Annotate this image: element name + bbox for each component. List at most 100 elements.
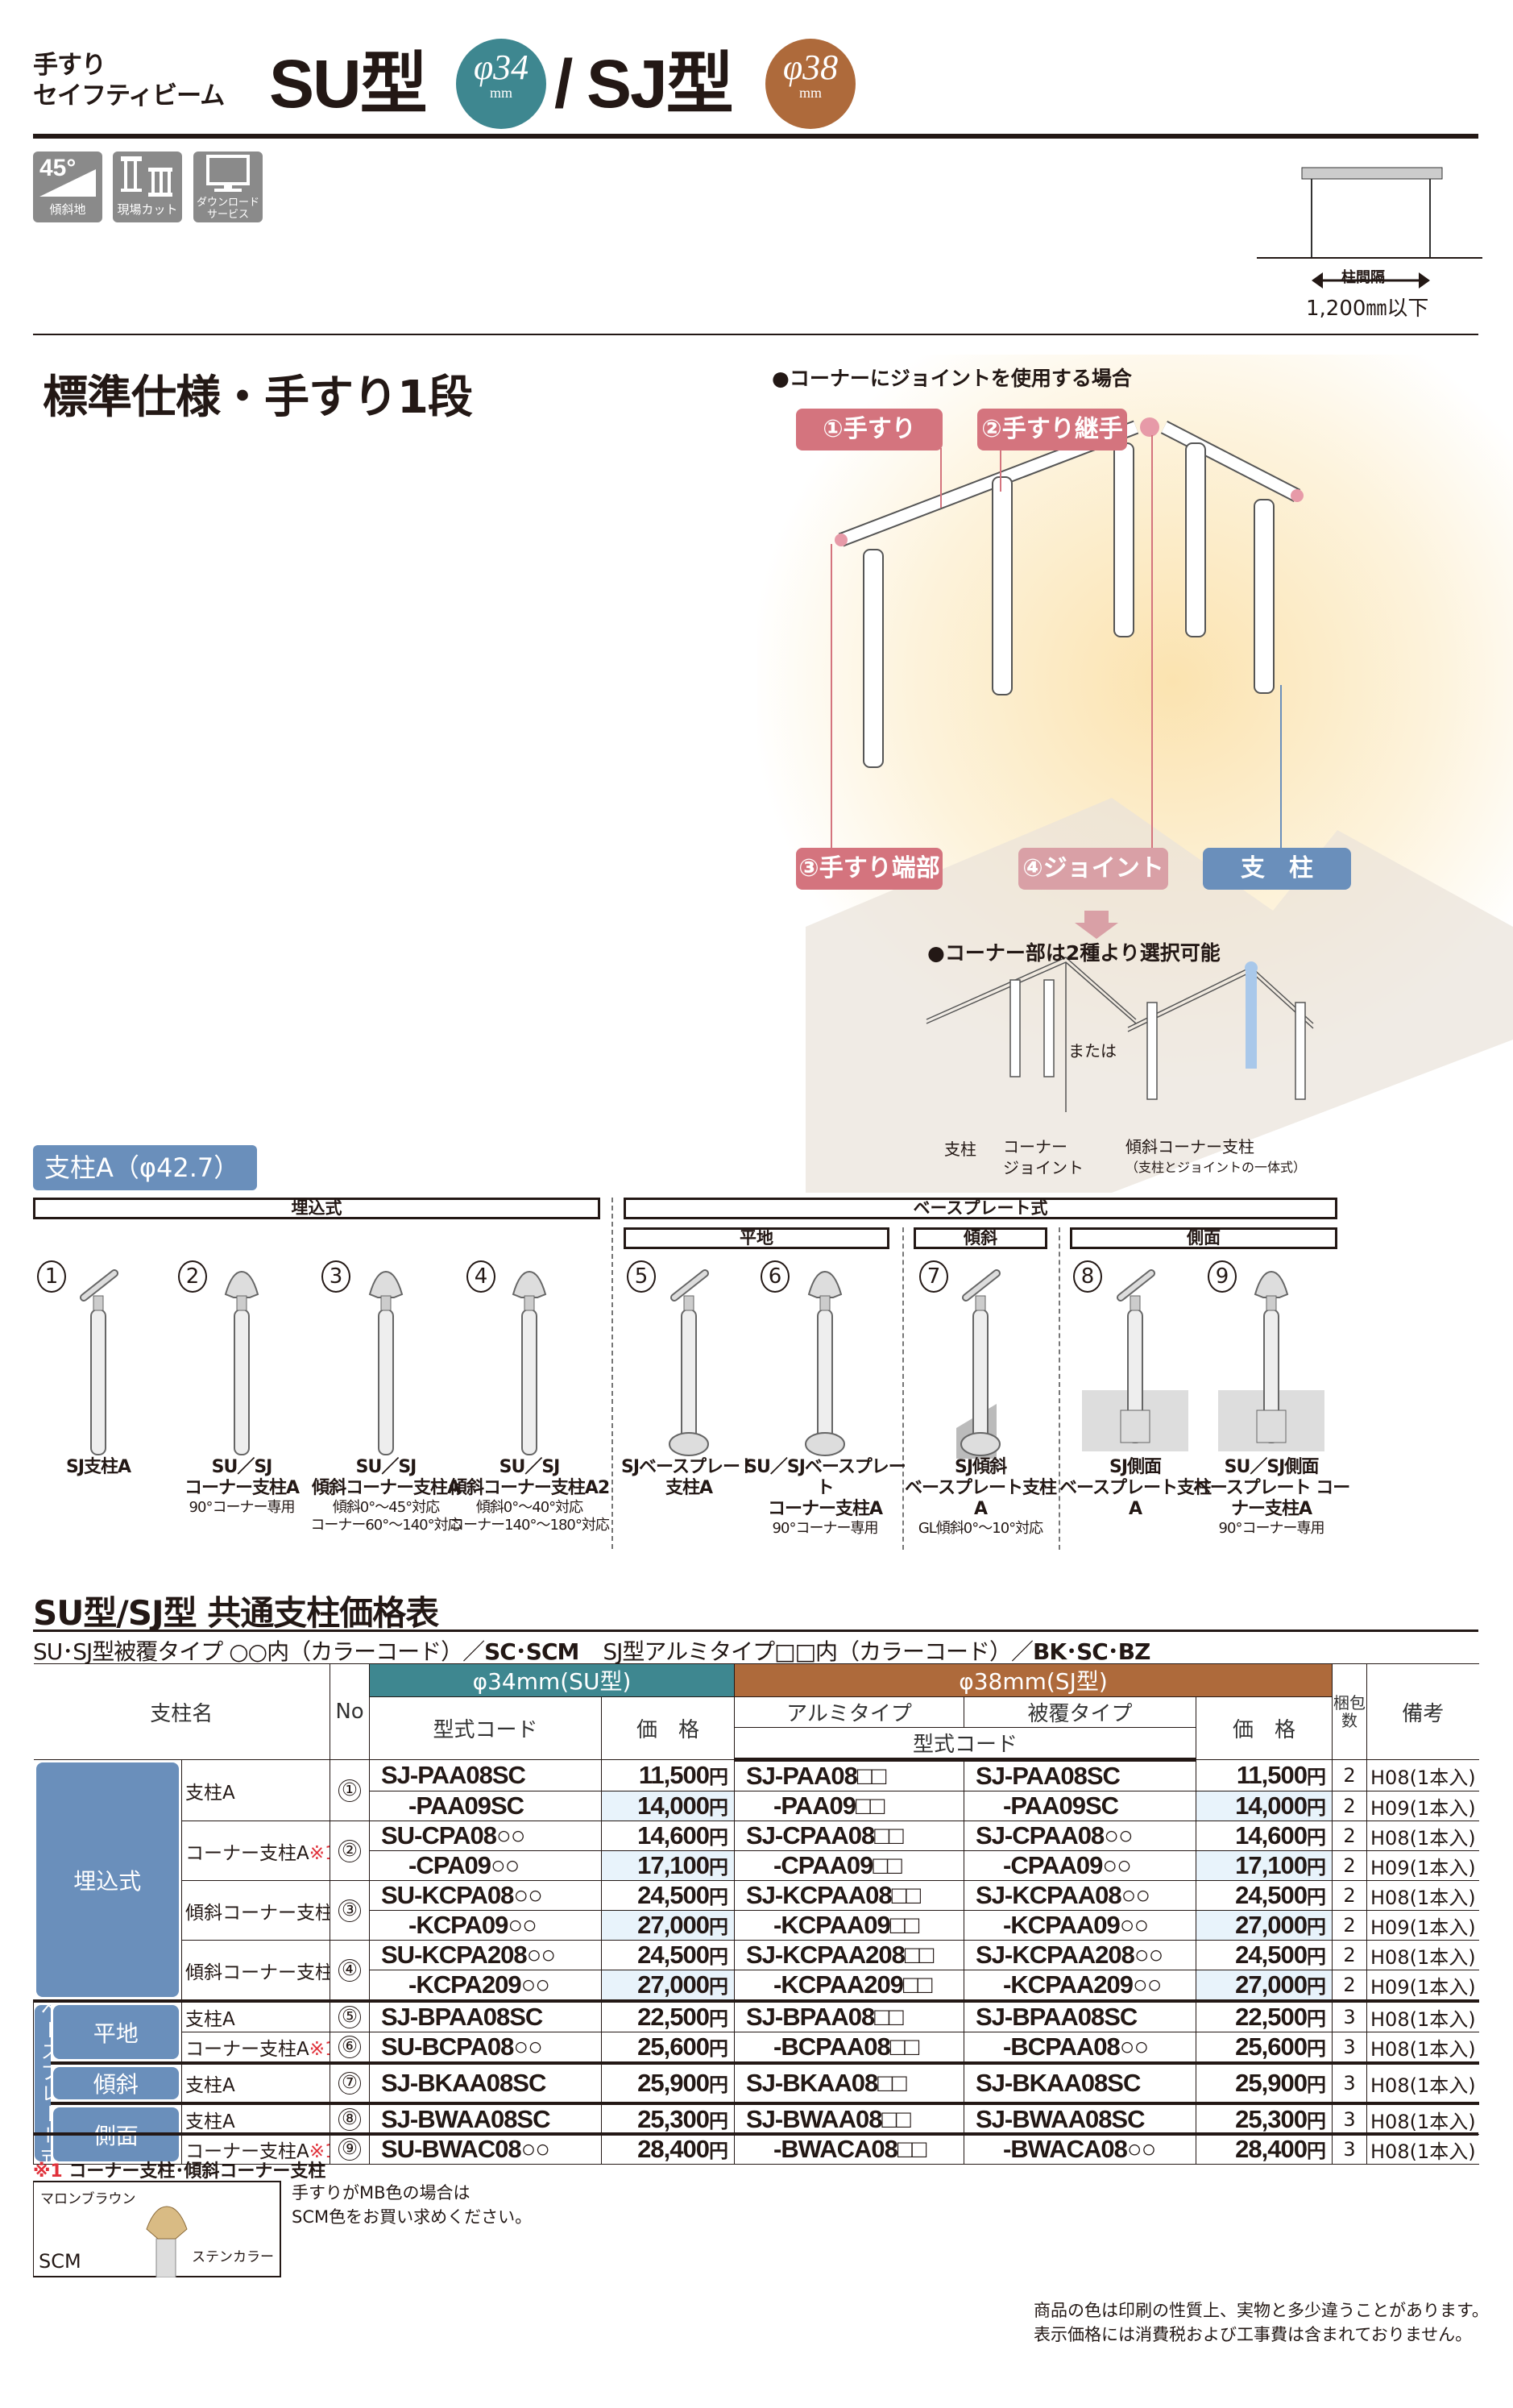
corner-joint-label: コーナージョイント [1003,1136,1084,1178]
post-name: 支柱A [181,2061,330,2104]
sj-coat-code: SJ-KCPAA208○○ [964,1940,1196,1970]
post-no: ② [330,1821,370,1881]
post-number: 7 [919,1260,948,1293]
feature-slope: 45° 傾斜地 [33,152,102,222]
sj-alu-code: -KCPAA209□□ [734,1970,964,2002]
sj-price: 24,500円 [1196,1880,1333,1911]
su-code: -PAA09SC [369,1791,602,1821]
svg-text:45°: 45° [39,155,76,181]
divider [1059,1227,1060,1550]
header-note: 備考 [1366,1663,1479,1760]
label-maron-brown: マロンブラウン [40,2191,136,2207]
su-code: SU-KCPA208○○ [369,1940,602,1970]
table-row: -CPA09○○17,100円-CPAA09□□-CPAA09○○17,100円… [34,1850,1479,1881]
su-price: 27,000円 [601,1970,735,2002]
sj-price: 27,000円 [1196,1970,1333,2002]
post-number: 8 [1073,1260,1102,1293]
label-stain-color: ステンカラー [192,2249,274,2265]
post-note: 90°コーナー専用 [1218,1520,1325,1537]
post-name-line2: 傾斜コーナー支柱A [311,1478,461,1498]
post-number: 5 [627,1260,656,1293]
su-code: -KCPA09○○ [369,1910,602,1941]
post-note: 90°コーナー専用 [189,1499,296,1516]
post-illustration [669,1269,709,1456]
corner-joint-label-2: ジョイント [1003,1158,1084,1177]
post-name-line1: SU／SJ側面 [1224,1457,1320,1477]
note: H08(1本入) [1366,1999,1479,2032]
footnote-text-2: SCM色をお買い求めください。 [292,2207,533,2227]
sj-alu-code: SJ-KCPAA208□□ [734,1940,964,1970]
corner-joint-diagram [806,417,1513,1193]
table-row: 傾斜コーナー支柱A2※1④SU-KCPA208○○24,500円SJ-KCPAA… [34,1940,1479,2002]
category-label: ベースプレート式 [35,2004,51,2164]
pack-count: 3 [1332,2032,1367,2064]
feature-label: 傾斜地 [49,202,86,217]
span-value: 1,200㎜以下 [1306,297,1429,321]
sj-coat-code: SJ-BWAA08SC [964,2102,1196,2135]
post-label: SJ支柱A [18,1457,179,1478]
cut-icon [121,156,172,197]
sj-price: 11,500円 [1196,1759,1333,1791]
corner-joint-label-1: コーナー [1003,1137,1067,1156]
su-code: SJ-PAA08SC [369,1759,602,1791]
su-price: 25,900円 [601,2061,735,2104]
post-no: ⑥ [330,2032,370,2064]
span-diagram [1257,167,1482,289]
slope-icon: 45° [39,155,96,197]
sj-price: 22,500円 [1196,1999,1333,2032]
footnote-title-text: コーナー支柱･傾斜コーナー支柱 [68,2161,326,2182]
sj-alu-code: SJ-BWAA08□□ [734,2102,964,2135]
post-name-line1: SU／SJベースプレート [744,1457,906,1498]
diagram-heading: ●コーナーにジョイントを使用する場合 [772,367,1132,390]
su-code: SU-KCPA08○○ [369,1880,602,1911]
post-name-line2: 支柱A [665,1478,713,1498]
feature-cut: 現場カット [113,152,182,222]
sj-type-title: SJ型 [587,46,734,122]
pack-count: 3 [1332,1999,1367,2032]
table-bottom-rule [33,2132,1478,2136]
header-su-price: 価 格 [601,1696,735,1760]
su-price: 14,600円 [601,1821,735,1851]
pack-count: 2 [1332,1759,1367,1791]
pack-count: 3 [1332,2102,1367,2135]
sj-price: 17,100円 [1196,1850,1333,1881]
header-divider [33,134,1478,139]
category-label: 埋込式 [35,1762,179,1997]
post-note: GL傾斜0°～10°対応 [918,1520,1043,1537]
post-name-line2: ベースプレート支柱A [905,1478,1057,1519]
sj-coat-code: SJ-PAA08SC [964,1759,1196,1791]
divider [902,1227,904,1550]
post-note: コーナー60°～140°対応 [310,1517,462,1534]
category-label: 傾斜 [52,2067,179,2099]
category-cell: 傾斜 [50,2061,182,2104]
post-illustration [80,1269,118,1455]
category-cell: 埋込式 [33,1759,182,2002]
post-name-line1: SJ支柱A [65,1457,131,1477]
su-price: 28,400円 [601,2134,735,2165]
post-name-line2: ベースプレート支柱A [1059,1478,1212,1519]
post-name: 傾斜コーナー支柱A※1 [181,1880,330,1941]
post-illustration [1082,1269,1188,1451]
legend-alu-colors: BK･SC･BZ [1033,1638,1150,1665]
su-diameter-unit: mm [489,85,512,101]
product-subtitle: 手すり セイフティビーム [33,50,225,111]
su-price: 24,500円 [601,1940,735,1970]
category-cell: ベースプレート式 [33,1999,51,2165]
group-base-header: ベースプレート式 [624,1198,1337,1219]
note: H09(1本入) [1366,1970,1479,2002]
subtitle-line2: セイフティビーム [33,81,225,110]
sj-price: 28,400円 [1196,2134,1333,2165]
sj-price: 14,000円 [1196,1791,1333,1821]
sj-coat-code: -KCPAA09○○ [964,1910,1196,1941]
post-no: ⑧ [330,2102,370,2135]
header-post-name: 支柱名 [33,1663,330,1760]
header-su-code: 型式コード [369,1696,602,1760]
sj-diameter: φ38 [782,48,839,87]
post-no: ⑦ [330,2061,370,2104]
post-number: 9 [1208,1260,1237,1293]
